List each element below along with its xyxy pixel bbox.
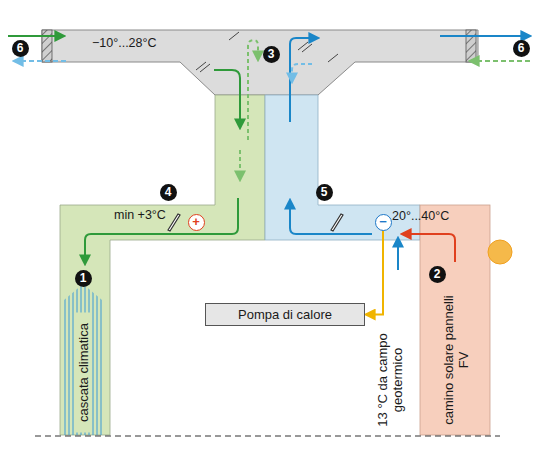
fan-symbols-part — [331, 214, 343, 231]
fan-symbols — [168, 214, 343, 231]
temperature-note: 13 °C da campo geotermico — [375, 324, 405, 436]
callout-number: 4 — [160, 184, 177, 201]
air-duct-roof — [42, 30, 478, 95]
climatic-cascade-part — [64, 300, 102, 435]
ground-line-part — [35, 436, 500, 437]
callout-number: 1 — [75, 270, 92, 287]
symbol-sign: + — [192, 214, 200, 229]
duct-dampers-part — [229, 32, 239, 40]
heater-symbol: + — [188, 214, 205, 231]
air-flow-arrows — [8, 36, 530, 270]
air-flow-arrows-part — [85, 198, 238, 264]
air-duct-roof-part — [466, 30, 476, 62]
air-flow-arrows-part — [14, 60, 66, 62]
duct-dampers-part — [328, 54, 338, 62]
band-label: cascata climatica — [76, 312, 91, 432]
air-flow-arrows-part — [440, 35, 530, 37]
air-flow-arrows-part — [8, 35, 64, 37]
air-flow-arrows-part — [402, 234, 455, 262]
callout-number: 5 — [316, 184, 333, 201]
fan-symbols-part — [168, 214, 180, 231]
air-flow-arrows-part — [239, 150, 241, 180]
sun-symbol-part — [488, 240, 512, 264]
chimney-band: camino solare pannelli FV — [420, 205, 490, 435]
air-flow-arrows-part — [290, 200, 372, 234]
cold-air-shaft — [60, 95, 265, 435]
cooler-symbol: − — [375, 214, 392, 231]
callout-number: 6 — [513, 40, 530, 57]
callout-number: 6 — [12, 40, 29, 57]
heat-transfer-line — [366, 231, 383, 315]
air-flow-arrows-part — [290, 38, 318, 122]
air-duct-roof-part — [42, 30, 52, 62]
air-flow-arrows-part — [214, 70, 240, 128]
duct-dampers-part — [200, 64, 210, 72]
band-label: camino solare pannelli FV — [441, 290, 471, 430]
sun-symbol — [488, 240, 512, 264]
air-flow-arrows-part — [397, 238, 399, 270]
ground-line — [35, 436, 500, 437]
air-duct-roof-part — [42, 30, 478, 95]
duct-dampers-part — [302, 44, 312, 52]
temperature-label: 20°...40°C — [392, 209, 449, 223]
cold-air-shaft-part — [60, 95, 265, 435]
callout-number: 2 — [429, 266, 446, 283]
air-flow-arrows-part — [292, 64, 312, 82]
process-box: Pompa di calore — [205, 303, 365, 326]
temperature-label: −10°...28°C — [92, 36, 157, 50]
climatic-cascade — [64, 284, 102, 435]
callout-number: 3 — [263, 46, 280, 63]
air-flow-arrows-part — [470, 60, 530, 62]
temperature-label: min +3°C — [114, 208, 166, 222]
symbol-sign: − — [379, 214, 387, 229]
box-label: Pompa di calore — [214, 307, 356, 322]
air-flow-arrows-part — [248, 40, 258, 140]
